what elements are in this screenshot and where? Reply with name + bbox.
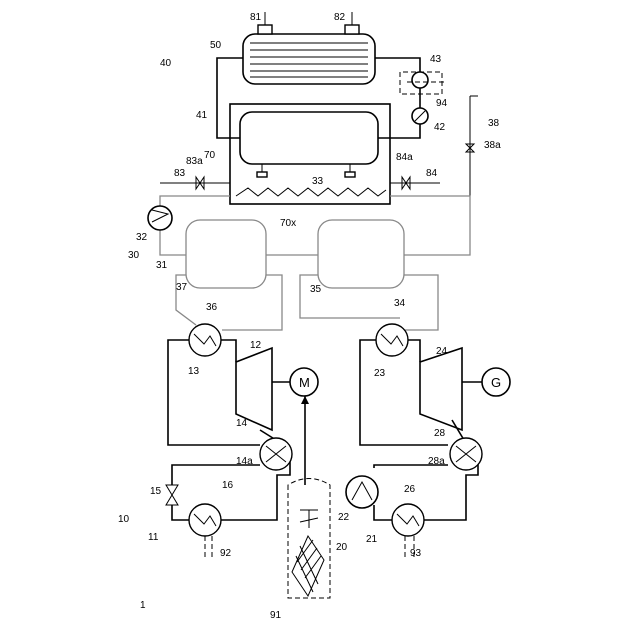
label-84a: 84a	[396, 152, 413, 163]
figure-number: 1	[140, 600, 146, 611]
label-31: 31	[156, 260, 168, 271]
label-20: 20	[336, 542, 348, 553]
motor-M	[272, 368, 318, 396]
label-12: 12	[250, 340, 262, 351]
label-system-40: 40	[160, 58, 172, 69]
label-83a: 83a	[186, 156, 203, 167]
label-42: 42	[434, 122, 446, 133]
heat-exchanger-36	[189, 324, 221, 356]
heat-exchanger-28	[450, 438, 482, 470]
label-81: 81	[250, 12, 262, 23]
line-83-84	[160, 138, 474, 196]
label-system-10: 10	[118, 514, 130, 525]
label-14a: 14a	[236, 456, 253, 467]
motor-label: M	[299, 375, 310, 390]
label-41: 41	[196, 110, 208, 121]
heat-exchanger-14	[260, 438, 292, 470]
label-13: 13	[188, 366, 200, 377]
label-21: 21	[366, 534, 378, 545]
label-15: 15	[150, 486, 162, 497]
label-14: 14	[236, 418, 248, 429]
label-32: 32	[136, 232, 148, 243]
label-16: 16	[222, 480, 234, 491]
storage-tank-50	[243, 12, 375, 84]
valve-15	[166, 485, 178, 505]
label-50: 50	[210, 40, 222, 51]
label-38a: 38a	[484, 140, 501, 151]
label-34: 34	[394, 298, 406, 309]
label-system-30: 30	[128, 250, 140, 261]
label-11: 11	[148, 532, 159, 543]
solar-unit-91	[288, 479, 330, 599]
label-28: 28	[434, 428, 446, 439]
label-91: 91	[270, 610, 282, 621]
label-22: 22	[338, 512, 350, 523]
generator-G	[462, 368, 510, 396]
label-23: 23	[374, 368, 386, 379]
label-84: 84	[426, 168, 438, 179]
label-24: 24	[436, 346, 448, 357]
pump-22	[346, 476, 378, 508]
label-82: 82	[334, 12, 346, 23]
label-35: 35	[310, 284, 322, 295]
label-26: 26	[404, 484, 416, 495]
heat-exchanger-16	[189, 504, 221, 536]
label-33: 33	[312, 176, 324, 187]
label-83: 83	[174, 168, 186, 179]
label-70x: 70x	[280, 218, 296, 229]
label-92: 92	[220, 548, 232, 559]
label-93: 93	[410, 548, 422, 559]
label-36: 36	[206, 302, 218, 313]
label-70: 70	[204, 150, 216, 161]
label-38: 38	[488, 118, 500, 129]
heat-exchanger-34	[376, 324, 408, 356]
generator-label: G	[491, 375, 501, 390]
pump-32	[148, 206, 172, 230]
heat-exchanger-26	[392, 504, 424, 536]
label-37: 37	[176, 282, 188, 293]
label-28a: 28a	[428, 456, 445, 467]
tank-70	[230, 104, 390, 204]
label-43: 43	[430, 54, 442, 65]
label-94: 94	[436, 98, 448, 109]
